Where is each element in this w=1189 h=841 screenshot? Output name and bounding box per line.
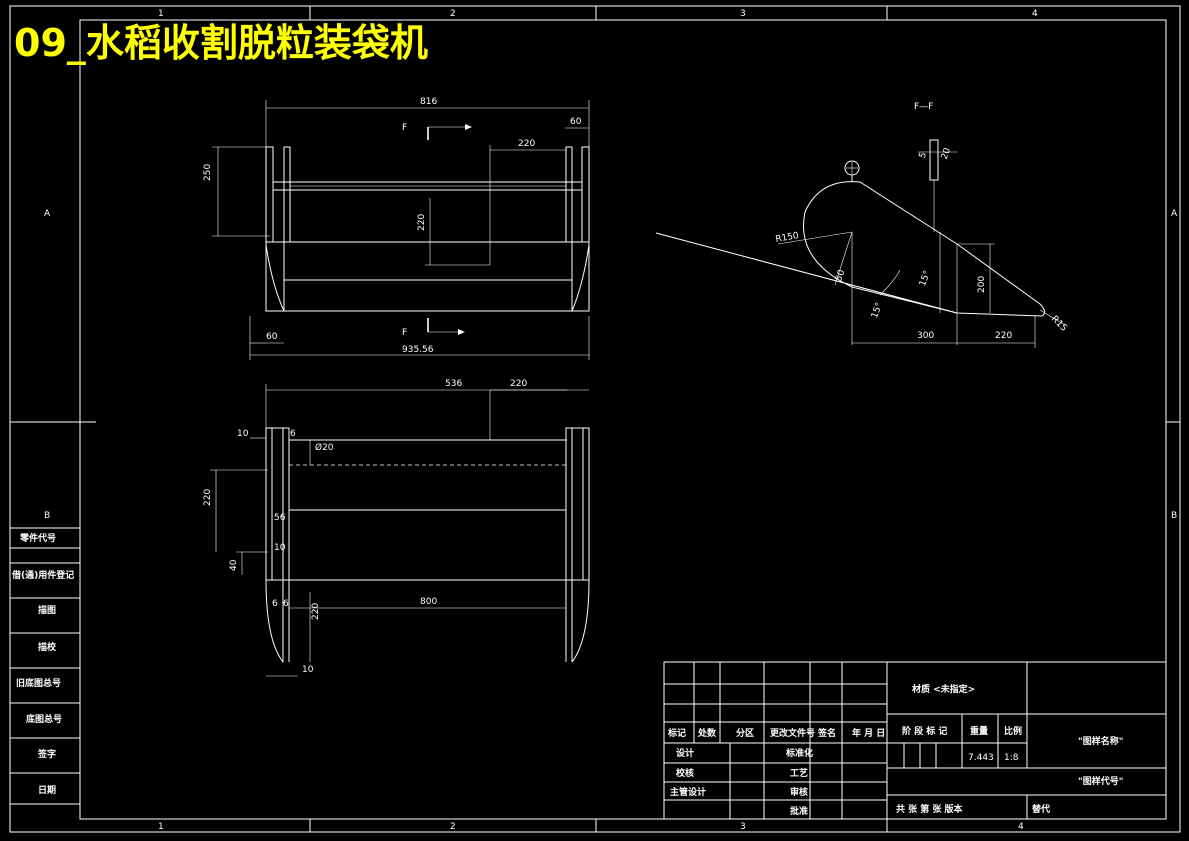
replace-label: 替代 [1032, 803, 1050, 815]
dim-220-front-left: 220 [203, 489, 213, 506]
role-review: 审核 [790, 786, 808, 798]
dim-40: 40 [229, 559, 239, 571]
title-block: 标记 处数 分区 更改文件号 签名 年 月 日 设计 校核 主管设计 标准化 工… [663, 661, 1167, 820]
dim-6-c: 6 [283, 599, 289, 609]
role-check: 校核 [676, 767, 694, 779]
drawing-code: "图样代号" [1078, 775, 1123, 787]
scale-header: 比例 [1004, 725, 1022, 737]
dim-935: 935.56 [402, 345, 434, 355]
top-view: 816 60 F 220 250 220 [203, 97, 590, 360]
side-label-sign: 签字 [37, 748, 56, 760]
dim-6-a: 6 [290, 429, 296, 439]
rev-sign: 签名 [817, 727, 836, 739]
side-stamp-table: 零件代号 借(通)用件登记 描图 描校 旧底图总号 底图总号 签字 日期 [9, 527, 81, 805]
role-process: 工艺 [790, 767, 808, 779]
dim-200: 200 [977, 276, 987, 293]
role-chief: 主管设计 [670, 786, 706, 798]
weight-value: 7.443 [968, 753, 994, 763]
scale-value: 1:8 [1004, 753, 1019, 763]
dim-220-top: 220 [518, 139, 535, 149]
section-f-f: F—F R150 50 15° 15° 200 300 220 R15 [655, 102, 1069, 348]
rev-mark: 标记 [667, 727, 686, 739]
col-label-2-bottom: 2 [450, 822, 456, 832]
section-mark-f-bottom: F [402, 328, 407, 338]
row-label-a-right: A [1171, 209, 1178, 219]
dim-56: 56 [274, 513, 286, 523]
zone-dividers [10, 6, 1180, 832]
dim-536: 536 [445, 379, 462, 389]
section-title: F—F [914, 102, 933, 112]
col-label-3: 3 [740, 9, 746, 19]
dim-50: 50 [834, 268, 847, 282]
role-approve: 批准 [790, 805, 808, 817]
dim-220-section: 220 [995, 331, 1012, 341]
dim-r150: R150 [775, 231, 800, 245]
col-label-2: 2 [450, 9, 456, 19]
dim-angle-15-a: 15° [918, 269, 933, 287]
dim-220-front-top: 220 [510, 379, 527, 389]
col-label-3-bottom: 3 [740, 822, 746, 832]
dim-800: 800 [420, 597, 437, 607]
col-label-4: 4 [1032, 9, 1038, 19]
col-label-1-bottom: 1 [158, 822, 164, 832]
rev-date: 年 月 日 [852, 727, 885, 739]
rev-file: 更改文件号 [770, 727, 815, 739]
row-label-b-right: B [1171, 511, 1177, 521]
dim-6-b: 6 [272, 599, 278, 609]
dim-816: 816 [420, 97, 437, 107]
stage-header: 阶 段 标 记 [902, 725, 947, 737]
sheet-info: 共 张 第 张 版本 [896, 803, 964, 815]
side-label-base: 底图总号 [26, 713, 62, 725]
dim-5: 5 [918, 151, 929, 160]
dim-10-c: 10 [302, 665, 314, 675]
role-standard: 标准化 [785, 747, 813, 759]
dim-250: 250 [203, 164, 213, 181]
front-view: 536 220 10 6 Ø20 220 56 10 40 6 6 22 [203, 379, 590, 677]
dim-300: 300 [917, 331, 934, 341]
dim-60-top: 60 [570, 117, 582, 127]
rev-count: 处数 [697, 727, 717, 739]
side-label-part-code: 零件代号 [19, 532, 56, 544]
col-label-1: 1 [158, 9, 164, 19]
weight-header: 重量 [970, 725, 988, 737]
side-label-date: 日期 [38, 784, 56, 796]
zone-labels: 1 2 3 4 1 2 3 4 A B A B [44, 9, 1178, 832]
rev-zone: 分区 [736, 727, 754, 739]
dim-10-b: 10 [274, 543, 286, 553]
side-label-trace-check: 描校 [38, 641, 57, 653]
side-label-tracing: 描图 [38, 604, 56, 616]
col-label-4-bottom: 4 [1018, 822, 1024, 832]
dim-20: 20 [940, 146, 953, 160]
section-mark-f-top: F [402, 123, 407, 133]
drawing-name: "图样名称" [1078, 735, 1123, 747]
dim-10-a: 10 [237, 429, 249, 439]
dim-220-vert: 220 [417, 214, 427, 231]
row-label-b: B [44, 511, 50, 521]
side-label-old-base: 旧底图总号 [16, 677, 61, 689]
dim-angle-15-b: 15° [870, 301, 885, 319]
dim-phi20: Ø20 [315, 442, 334, 453]
side-label-borrow: 借(通)用件登记 [11, 569, 74, 581]
material: 材质 <未指定> [911, 683, 975, 695]
role-design: 设计 [676, 747, 694, 759]
outer-border [9, 5, 1181, 833]
row-label-a: A [44, 209, 51, 219]
inner-border [79, 19, 1167, 820]
dim-220-front-bottom: 220 [311, 603, 321, 620]
banner-title: 09_水稻收割脱粒装袋机 [14, 21, 428, 65]
dim-60-bottom: 60 [266, 332, 278, 342]
